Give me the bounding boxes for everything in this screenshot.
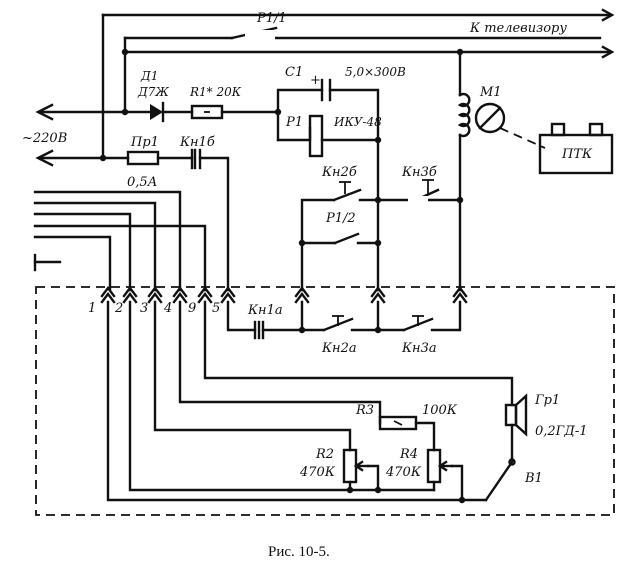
c1-label: C1 bbox=[285, 65, 303, 80]
r3-label: R3 bbox=[355, 403, 374, 418]
r2-label: R2 bbox=[315, 447, 334, 462]
wire-9-speaker bbox=[203, 300, 514, 407]
relay-type-label: ИКУ-48 bbox=[333, 115, 382, 129]
button-kn2b bbox=[300, 181, 462, 292]
c1-plus: + bbox=[310, 73, 321, 88]
kn1b-label: Кн1б bbox=[179, 135, 215, 150]
resistor-r1 bbox=[190, 104, 280, 120]
relay-p1 bbox=[276, 110, 380, 158]
mains-input bbox=[35, 103, 127, 167]
r4-value-label: 470К bbox=[385, 465, 422, 480]
fuse-pr1 bbox=[101, 150, 194, 166]
connectors bbox=[100, 286, 468, 304]
r3-value-label: 100К bbox=[422, 403, 458, 418]
wire-1-switch bbox=[106, 300, 488, 502]
fuse-label: Пр1 bbox=[130, 135, 159, 150]
speaker-label: Гр1 bbox=[534, 393, 560, 408]
mains-label: ~220В bbox=[22, 131, 67, 146]
ptk-label: ПТК bbox=[561, 147, 593, 162]
button-kn3a bbox=[376, 300, 462, 332]
ptk-block bbox=[538, 122, 614, 175]
remote-unit-enclosure bbox=[35, 286, 615, 516]
button-kn1b bbox=[190, 148, 230, 292]
terminal-9-label: 9 bbox=[188, 301, 196, 316]
diode-d1 bbox=[123, 101, 194, 123]
button-kn2a bbox=[300, 300, 380, 332]
potentiometer-r2 bbox=[342, 448, 380, 492]
r4-label: R4 bbox=[399, 447, 418, 462]
wire-3-r2 bbox=[153, 300, 352, 452]
potentiometer-r4 bbox=[426, 448, 464, 502]
kn3a-label: Кн3а bbox=[401, 341, 437, 356]
relay-contact-2-label: P1/2 bbox=[325, 211, 356, 226]
diode-label: Д1 bbox=[140, 69, 158, 83]
speaker-type-label: 0,2ГД-1 bbox=[535, 424, 588, 439]
wire-4-r3 bbox=[178, 300, 382, 425]
kn3b-label: Кн3б bbox=[401, 165, 437, 180]
kn2b-label: Кн2б bbox=[321, 165, 357, 180]
motor-label: M1 bbox=[479, 85, 502, 100]
r1-label: R1* 20К bbox=[189, 85, 242, 99]
relay-label: P1 bbox=[285, 115, 303, 130]
motor-m1 bbox=[457, 50, 546, 292]
terminal-3-label: 3 bbox=[140, 301, 148, 316]
resistor-r3 bbox=[378, 415, 436, 452]
relay-contact-top-label: P1/1 bbox=[256, 11, 287, 26]
terminal-4-label: 4 bbox=[163, 301, 172, 316]
capacitor-c1 bbox=[276, 78, 380, 142]
cable-bundle bbox=[33, 190, 207, 292]
terminal-5-label: 5 bbox=[212, 301, 220, 316]
kn2a-label: Кн2а bbox=[321, 341, 357, 356]
r2-value-label: 470К bbox=[299, 465, 336, 480]
switch-label: B1 bbox=[524, 471, 543, 486]
figure-caption: Рис. 10-5. bbox=[268, 544, 330, 560]
kn1a-label: Кн1а bbox=[247, 303, 283, 318]
fuse-value-label: 0,5А bbox=[127, 175, 158, 190]
c1-value-label: 5,0×300В bbox=[345, 65, 406, 79]
wire-2-bottom bbox=[128, 300, 436, 492]
speaker-gr1 bbox=[504, 393, 528, 462]
to-tv-label: К телевизору bbox=[469, 21, 567, 36]
switch-b1 bbox=[484, 458, 516, 502]
terminal-1-label: 1 bbox=[88, 301, 96, 316]
diode-type-label: Д7Ж bbox=[137, 85, 169, 99]
terminal-2-label: 2 bbox=[114, 301, 123, 316]
relay-contact-p1-2 bbox=[300, 232, 380, 245]
button-kn3b bbox=[376, 138, 440, 292]
